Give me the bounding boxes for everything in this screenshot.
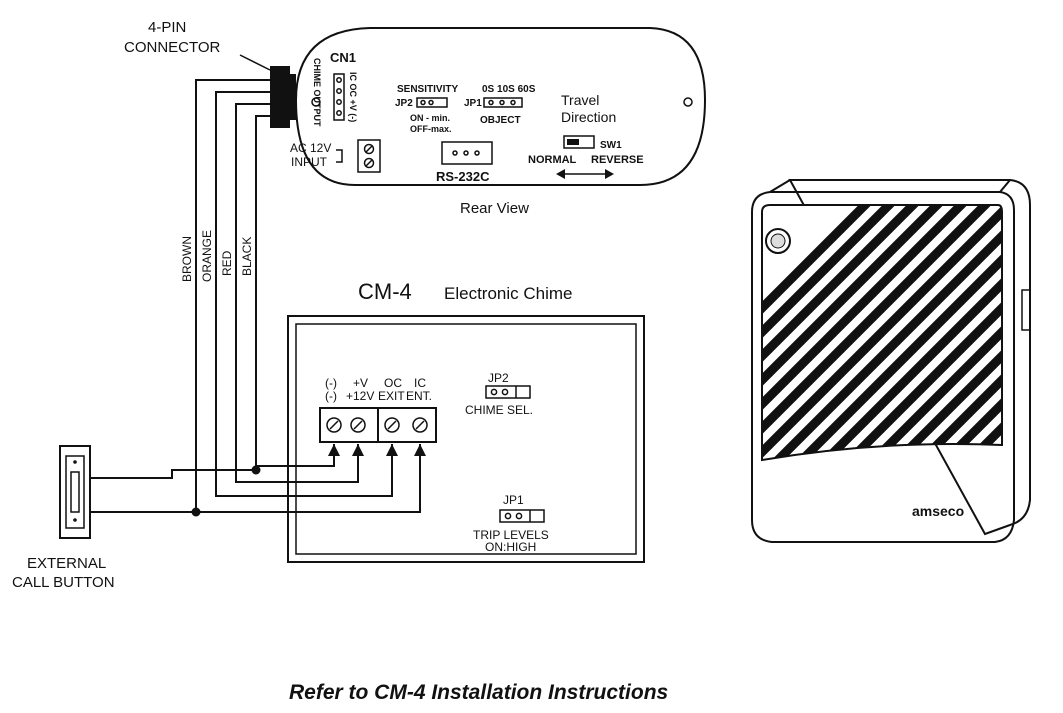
call-button-label-line1: EXTERNAL <box>27 555 106 572</box>
rs232-port <box>441 141 493 165</box>
chime-device-illustration: amseco <box>751 179 1031 543</box>
jp2-off-label: OFF-max. <box>410 124 452 134</box>
term-bottom-3: EXIT <box>378 389 405 403</box>
call-button-label-line2: CALL BUTTON <box>12 574 115 591</box>
brand-logo: amseco <box>912 503 964 519</box>
term-top-3: OC <box>384 376 402 390</box>
chime-jp1-label: JP1 <box>503 493 524 507</box>
term-bottom-4: ENT. <box>406 389 432 403</box>
sensor-jp1-label: JP1 <box>464 98 482 109</box>
mount-screw-right <box>683 97 693 107</box>
external-call-button <box>59 445 91 539</box>
on-high-label: ON:HIGH <box>485 540 536 554</box>
mount-screw-left <box>311 97 321 107</box>
trip-levels-label: TRIP LEVELS <box>473 528 549 542</box>
chime-output-label: CHIME OUTPUT <box>312 58 322 127</box>
sensor-rear-view: CN1 CHIME OUTPUT IC OC +V (-) SENSITIVIT… <box>270 27 707 186</box>
wire-harness <box>90 79 426 517</box>
rear-view-label: Rear View <box>460 200 529 217</box>
term-top-1: (-) <box>325 376 337 390</box>
direction-label: Direction <box>561 109 616 125</box>
cn1-pins-label: IC OC +V (-) <box>348 72 358 122</box>
rs232-label: RS-232C <box>436 169 490 184</box>
chime-sel-label: CHIME SEL. <box>465 403 533 417</box>
sensitivity-label: SENSITIVITY <box>397 84 458 95</box>
jp2-on-label: ON - min. <box>410 113 450 123</box>
splice-dot-brown <box>191 507 201 517</box>
input-label: INPUT <box>291 155 328 169</box>
sensor-jp2-label: JP2 <box>395 98 413 109</box>
sw1-label: SW1 <box>600 140 622 151</box>
ac-12v-label: AC 12V <box>290 141 331 155</box>
footer-caption: Refer to CM-4 Installation Instructions <box>289 681 668 704</box>
chime-name-label: Electronic Chime <box>444 284 573 303</box>
reverse-label: REVERSE <box>591 154 644 166</box>
object-label: OBJECT <box>480 115 521 126</box>
travel-label: Travel <box>561 92 599 108</box>
connector-label-line2: CONNECTOR <box>124 39 221 56</box>
term-bottom-1: (-) <box>325 389 337 403</box>
wire-label-orange: ORANGE <box>200 230 214 282</box>
connector-label-line1: 4-PIN <box>148 19 186 36</box>
four-pin-connector <box>270 66 290 128</box>
wire-label-black: BLACK <box>240 237 254 276</box>
term-bottom-2: +12V <box>346 389 374 403</box>
wire-label-red: RED <box>220 250 234 276</box>
term-top-4: IC <box>414 376 426 390</box>
term-top-2: +V <box>353 376 368 390</box>
splice-dot-black <box>251 465 261 475</box>
chime-jp2-label: JP2 <box>488 371 509 385</box>
time-header-label: 0S 10S 60S <box>482 84 536 95</box>
cm4-board: (-) +V OC IC (-) +12V EXIT ENT. JP2 CHIM… <box>287 315 645 563</box>
connector-leader-line <box>239 54 271 71</box>
sw1-switch <box>563 135 595 149</box>
ac-input-terminal <box>357 139 381 173</box>
normal-label: NORMAL <box>528 154 577 166</box>
wire-label-brown: BROWN <box>180 236 194 282</box>
cn1-label: CN1 <box>330 50 356 65</box>
chime-model-label: CM-4 <box>358 279 412 304</box>
